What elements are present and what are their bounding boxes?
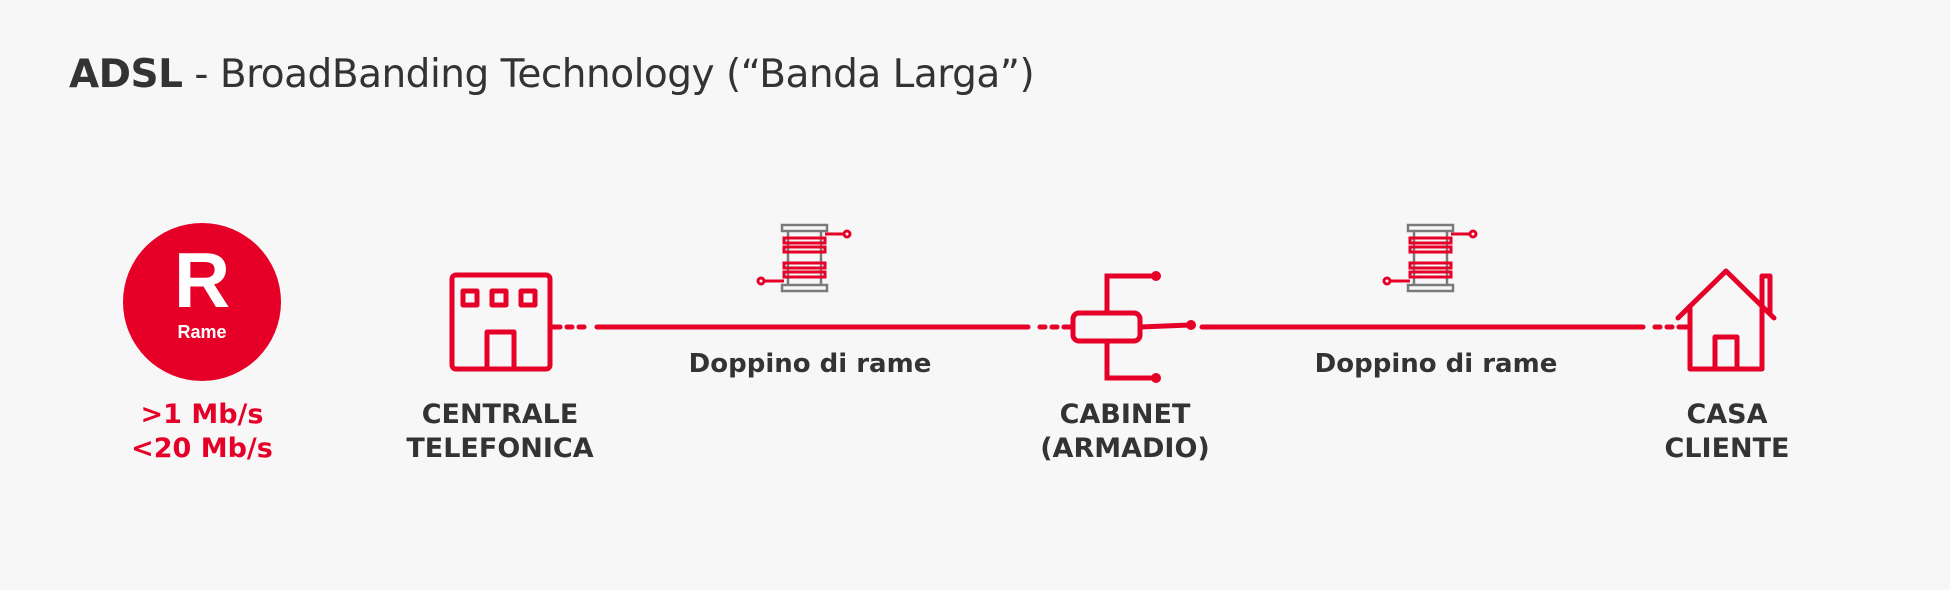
node-label-line: CASA: [1686, 399, 1768, 430]
page-title: ADSL - BroadBanding Technology (“Banda L…: [69, 52, 1035, 97]
building-icon: [449, 272, 553, 372]
speed-range: >1 Mb/s <20 Mb/s: [102, 398, 302, 466]
node-label-cabinet: CABINET (ARMADIO): [1015, 398, 1235, 466]
cabinet-terminal: [1186, 320, 1196, 330]
copper-badge-icon: [123, 223, 281, 381]
badge-label: Rame: [177, 322, 227, 342]
title-acronym: ADSL: [69, 52, 183, 97]
cabinet-icon: [1070, 273, 1193, 381]
link-label-left: Doppino di rame: [688, 349, 932, 379]
node-label-centrale: CENTRALE TELEFONICA: [390, 398, 610, 466]
node-label-line: (ARMADIO): [1040, 433, 1210, 464]
node-label-casa: CASA CLIENTE: [1617, 398, 1837, 466]
node-label-line: CABINET: [1059, 399, 1191, 430]
cabinet-terminal: [1151, 373, 1161, 383]
node-label-line: TELEFONICA: [406, 433, 594, 464]
title-description: - BroadBanding Technology (“Banda Larga”…: [182, 52, 1035, 97]
link-label-right: Doppino di rame: [1314, 349, 1558, 379]
node-label-line: CENTRALE: [421, 399, 579, 430]
speed-max: <20 Mb/s: [131, 433, 273, 464]
speed-min: >1 Mb/s: [140, 399, 264, 430]
cabinet-terminal: [1151, 271, 1161, 281]
badge-letter: R: [173, 236, 231, 324]
node-label-line: CLIENTE: [1664, 433, 1790, 464]
cable-spool-icon: [756, 223, 852, 293]
house-icon: [1675, 268, 1777, 372]
cable-spool-icon: [1382, 223, 1478, 293]
